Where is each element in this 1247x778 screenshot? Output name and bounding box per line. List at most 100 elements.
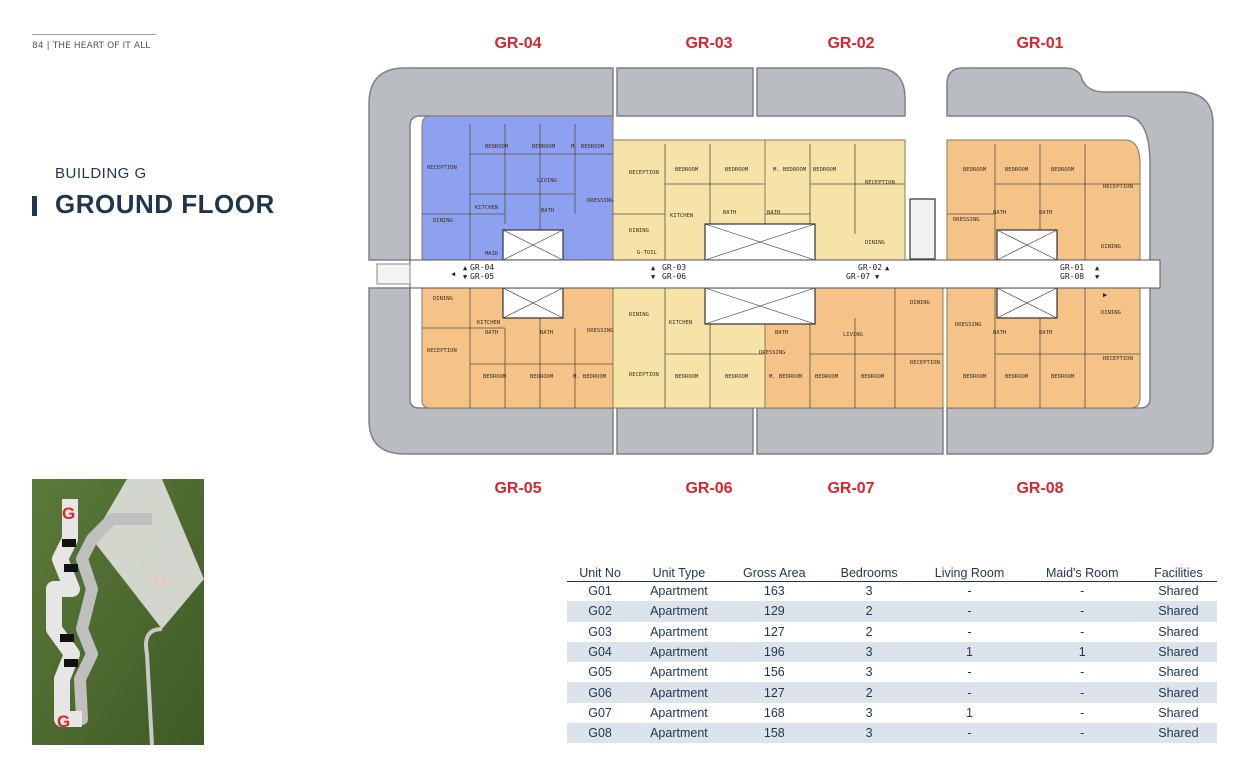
corridor-label: GR-04	[470, 263, 494, 272]
unit-label-gr02: GR-02	[827, 35, 875, 52]
svg-text:BATH: BATH	[1039, 330, 1052, 336]
svg-text:BEDROOM: BEDROOM	[1051, 167, 1075, 173]
svg-text:BATH: BATH	[540, 330, 553, 336]
svg-text:BATH: BATH	[775, 330, 788, 336]
svg-text:▲: ▲	[651, 264, 656, 272]
svg-text:DINING: DINING	[910, 300, 930, 306]
svg-text:BEDROOM: BEDROOM	[725, 167, 749, 173]
svg-text:▼: ▼	[463, 273, 468, 281]
svg-text:DRESSING: DRESSING	[759, 350, 786, 356]
svg-text:▼: ▼	[1095, 273, 1100, 281]
page-reference: 84 | THE HEART OF IT ALL	[32, 34, 156, 51]
svg-text:G-TOIL: G-TOIL	[637, 250, 658, 256]
corridor-label: GR-07	[846, 272, 870, 281]
unit-label-gr01: GR-01	[1016, 35, 1064, 52]
svg-text:LIVING: LIVING	[537, 178, 557, 184]
svg-text:RECEPTION: RECEPTION	[629, 170, 659, 176]
corridor	[409, 259, 1161, 289]
svg-text:M. BEDROOM: M. BEDROOM	[769, 374, 803, 380]
svg-text:DRESSING: DRESSING	[587, 328, 614, 334]
svg-text:M. BEDROOM: M. BEDROOM	[773, 167, 807, 173]
corridor-label: GR-05	[470, 272, 494, 281]
site-road	[144, 627, 163, 745]
room-labels: RECEPTION BEDROOM BEDROOM M. BEDROOM LIV…	[427, 144, 1133, 380]
svg-text:BEDROOM: BEDROOM	[963, 374, 987, 380]
svg-text:BATH: BATH	[1039, 210, 1052, 216]
corridor-labels: GR-04 GR-05 GR-03 GR-06 GR-02 GR-07 GR-0…	[470, 263, 1084, 281]
svg-text:DRESSING: DRESSING	[953, 217, 980, 223]
unit-specification-table: Unit No Unit Type Gross Area Bedrooms Li…	[567, 565, 1217, 744]
svg-text:BEDROOM: BEDROOM	[861, 374, 885, 380]
svg-text:BEDROOM: BEDROOM	[815, 374, 839, 380]
svg-text:DINING: DINING	[433, 218, 453, 224]
entrance-steps	[376, 263, 411, 285]
svg-text:MAID: MAID	[485, 251, 498, 257]
svg-text:BEDROOM: BEDROOM	[1005, 167, 1029, 173]
svg-text:DINING: DINING	[629, 228, 649, 234]
corridor-label: GR-01	[1060, 263, 1084, 272]
svg-text:BEDROOM: BEDROOM	[532, 144, 556, 150]
unit-label-gr04: GR-04	[494, 35, 542, 52]
svg-text:◀: ◀	[451, 270, 456, 278]
header-unit-no: Unit No	[567, 565, 634, 582]
svg-text:▶: ▶	[1103, 291, 1108, 299]
svg-text:KITCHEN: KITCHEN	[477, 320, 500, 326]
floor-title: GROUND FLOOR	[55, 189, 275, 219]
corridor-label: GR-06	[662, 272, 686, 281]
svg-text:BATH: BATH	[485, 330, 498, 336]
header-bedrooms: Bedrooms	[823, 565, 915, 582]
svg-text:KITCHEN: KITCHEN	[475, 205, 498, 211]
svg-text:RECEPTION: RECEPTION	[910, 360, 940, 366]
svg-text:▼: ▼	[875, 273, 880, 281]
svg-text:BEDROOM: BEDROOM	[813, 167, 837, 173]
svg-text:DINING: DINING	[629, 312, 649, 318]
svg-text:BATH: BATH	[541, 208, 554, 214]
svg-text:▲: ▲	[885, 264, 890, 272]
svg-text:BEDROOM: BEDROOM	[1005, 374, 1029, 380]
title-accent-bar	[32, 196, 37, 216]
unit-label-gr08: GR-08	[1016, 480, 1064, 497]
svg-text:BEDROOM: BEDROOM	[725, 374, 749, 380]
svg-text:M. BEDROOM: M. BEDROOM	[573, 374, 607, 380]
svg-text:BEDROOM: BEDROOM	[530, 374, 554, 380]
table-header-row: Unit No Unit Type Gross Area Bedrooms Li…	[567, 565, 1217, 582]
svg-text:BATH: BATH	[767, 210, 780, 216]
svg-text:BEDROOM: BEDROOM	[485, 144, 509, 150]
floor-plan: GR-04 GR-05 GR-03 GR-06 GR-02 GR-07 GR-0…	[368, 67, 1214, 455]
svg-text:RECEPTION: RECEPTION	[1103, 356, 1133, 362]
interior-walls	[422, 124, 1140, 408]
svg-text:LIVING: LIVING	[843, 332, 863, 338]
svg-text:BATH: BATH	[723, 210, 736, 216]
svg-text:BATH: BATH	[993, 330, 1006, 336]
header-unit-type: Unit Type	[633, 565, 725, 582]
header-maids-room: Maid's Room	[1024, 565, 1140, 582]
svg-text:BEDROOM: BEDROOM	[963, 167, 987, 173]
cores	[502, 198, 1058, 325]
corridor-label: GR-08	[1060, 272, 1084, 281]
header-gross-area: Gross Area	[724, 565, 824, 582]
header-living-room: Living Room	[914, 565, 1025, 582]
svg-text:DRESSING: DRESSING	[955, 322, 982, 328]
svg-text:RECEPTION: RECEPTION	[427, 165, 457, 171]
svg-text:▲: ▲	[463, 264, 468, 272]
svg-text:RECEPTION: RECEPTION	[865, 180, 895, 186]
svg-text:RECEPTION: RECEPTION	[427, 348, 457, 354]
svg-text:▲: ▲	[1095, 264, 1100, 272]
marker-building-h: H	[154, 572, 166, 591]
marker-building-g-top: G	[62, 504, 75, 523]
corridor-label: GR-03	[662, 263, 686, 272]
svg-text:DINING: DINING	[433, 296, 453, 302]
corridor-label: GR-02	[858, 263, 882, 272]
unit-label-gr05: GR-05	[494, 480, 542, 497]
svg-text:DINING: DINING	[1101, 310, 1121, 316]
svg-text:M. BEDROOM: M. BEDROOM	[571, 144, 605, 150]
svg-text:BATH: BATH	[993, 210, 1006, 216]
